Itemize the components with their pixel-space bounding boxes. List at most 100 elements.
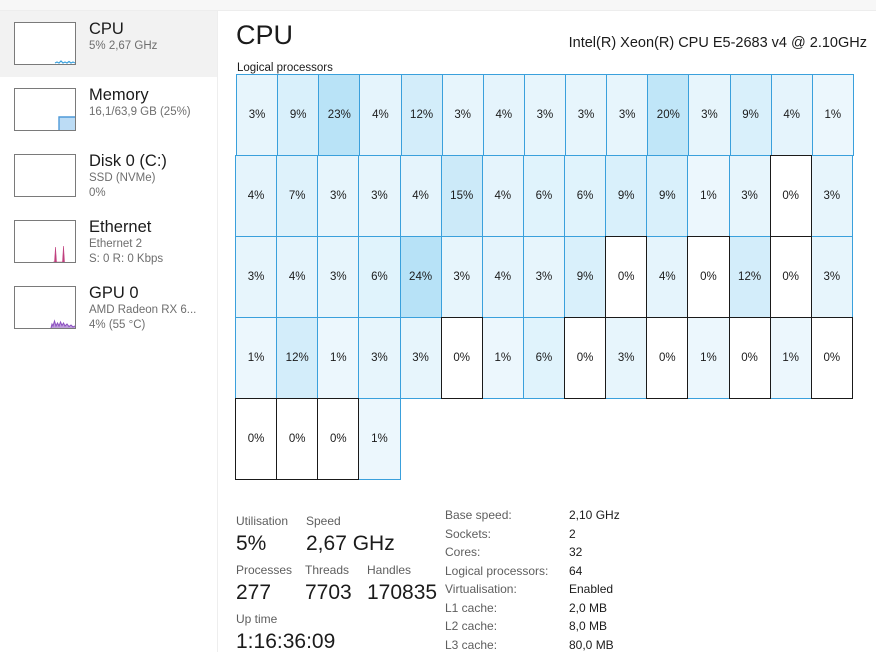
- logical-processor-cell[interactable]: 9%: [729, 74, 772, 156]
- spec-label: Logical processors:: [445, 563, 549, 578]
- logical-processor-cell[interactable]: 3%: [606, 74, 649, 156]
- logical-processor-usage-label: 0%: [617, 271, 635, 283]
- logical-processor-cell[interactable]: 1%: [687, 317, 730, 399]
- logical-processor-cell[interactable]: 4%: [646, 236, 689, 318]
- logical-processor-cell[interactable]: 3%: [441, 74, 484, 156]
- logical-processor-cell[interactable]: 3%: [810, 155, 853, 237]
- logical-processor-usage-label: 3%: [330, 190, 347, 202]
- logical-processor-cell[interactable]: 4%: [235, 155, 278, 237]
- logical-processor-cell[interactable]: 4%: [359, 74, 402, 156]
- logical-processor-cell[interactable]: 3%: [565, 74, 608, 156]
- logical-processor-usage-label: 3%: [617, 352, 635, 364]
- logical-processor-cell[interactable]: 4%: [770, 74, 813, 156]
- cpu-model-label: Intel(R) Xeon(R) CPU E5-2683 v4 @ 2.10GH…: [568, 35, 867, 51]
- logical-processor-cell[interactable]: 6%: [564, 155, 607, 237]
- logical-processor-cell-parked[interactable]: 0%: [810, 317, 853, 399]
- logical-processor-cell[interactable]: 12%: [276, 317, 319, 399]
- sidebar-item-disk-0[interactable]: Disk 0 (C:)SSD (NVMe)0%: [0, 143, 217, 209]
- logical-processor-usage-label: 9%: [659, 190, 676, 202]
- logical-processor-cell-parked[interactable]: 0%: [276, 398, 319, 480]
- logical-processor-cell-parked[interactable]: 0%: [235, 398, 278, 480]
- logical-processor-cell[interactable]: 3%: [605, 317, 648, 399]
- logical-processor-cell[interactable]: 3%: [523, 74, 566, 156]
- logical-processor-cell[interactable]: 4%: [399, 155, 442, 237]
- logical-processor-usage-label: 3%: [536, 109, 554, 121]
- logical-processor-cell[interactable]: 3%: [235, 236, 278, 318]
- gpu-thumbnail-graph: [14, 286, 76, 329]
- logical-processor-cell-parked[interactable]: 0%: [646, 317, 689, 399]
- logical-processor-cell[interactable]: 24%: [399, 236, 442, 318]
- sidebar-item-title: Memory: [89, 86, 149, 104]
- logical-processor-cell[interactable]: 1%: [358, 398, 401, 480]
- logical-processor-cell[interactable]: 3%: [522, 236, 565, 318]
- logical-processor-usage-label: 4%: [412, 190, 429, 202]
- logical-processor-cell[interactable]: 9%: [646, 155, 689, 237]
- logical-processor-cell[interactable]: 4%: [481, 155, 524, 237]
- logical-processor-usage-label: 4%: [372, 109, 389, 121]
- logical-processor-cell[interactable]: 7%: [276, 155, 319, 237]
- spec-value: 2,10 GHz: [569, 508, 620, 522]
- logical-processor-cell[interactable]: 4%: [276, 236, 319, 318]
- stat-threads: Threads 7703: [305, 561, 352, 606]
- logical-processor-cell-parked[interactable]: 0%: [687, 236, 730, 318]
- logical-processor-usage-label: 1%: [371, 433, 388, 445]
- logical-processor-cell[interactable]: 3%: [810, 236, 853, 318]
- logical-processor-cell[interactable]: 3%: [728, 155, 771, 237]
- spec-label: Sockets:: [445, 526, 492, 541]
- logical-processor-cell[interactable]: 9%: [605, 155, 648, 237]
- memory-thumbnail-graph: [14, 88, 76, 131]
- logical-processor-cell[interactable]: 3%: [236, 74, 279, 156]
- logical-processor-cell[interactable]: 1%: [811, 74, 854, 156]
- logical-processor-cell[interactable]: 3%: [317, 236, 360, 318]
- logical-processor-cell[interactable]: 6%: [522, 155, 565, 237]
- logical-processor-cell[interactable]: 4%: [482, 74, 525, 156]
- logical-processor-cell[interactable]: 9%: [564, 236, 607, 318]
- logical-processor-cell-parked[interactable]: 0%: [440, 317, 483, 399]
- logical-processor-usage-label: 0%: [782, 190, 799, 202]
- logical-processor-usage-label: 6%: [576, 190, 594, 202]
- logical-processor-cell-parked[interactable]: 0%: [769, 236, 812, 318]
- logical-processor-usage-label: 4%: [783, 109, 800, 121]
- logical-processor-cell[interactable]: 3%: [440, 236, 483, 318]
- logical-processor-cell[interactable]: 3%: [399, 317, 442, 399]
- logical-processor-usage-label: 23%: [327, 109, 351, 121]
- logical-processor-cell[interactable]: 20%: [647, 74, 690, 156]
- logical-processor-cell[interactable]: 1%: [235, 317, 278, 399]
- logical-processor-cell[interactable]: 12%: [400, 74, 443, 156]
- logical-processor-cell[interactable]: 23%: [318, 74, 361, 156]
- logical-processor-cell-parked[interactable]: 0%: [317, 398, 360, 480]
- logical-processor-usage-label: 0%: [247, 433, 265, 445]
- logical-processor-cell[interactable]: 6%: [522, 317, 565, 399]
- logical-processor-cell[interactable]: 4%: [481, 236, 524, 318]
- logical-processor-cell-parked[interactable]: 0%: [605, 236, 648, 318]
- logical-processor-cell[interactable]: 1%: [687, 155, 730, 237]
- sidebar-item-subtitle-2: 4% (55 °C): [89, 319, 146, 331]
- logical-processor-cell-parked[interactable]: 0%: [769, 155, 812, 237]
- logical-processor-cell[interactable]: 3%: [317, 155, 360, 237]
- logical-processor-grid[interactable]: 3%9%23%4%12%3%4%3%3%3%20%3%9%4%1%4%7%3%3…: [235, 74, 868, 480]
- logical-processor-cell[interactable]: 15%: [440, 155, 483, 237]
- logical-processor-cell[interactable]: 9%: [277, 74, 320, 156]
- disk-thumbnail-graph: [14, 154, 76, 197]
- logical-processor-cell[interactable]: 12%: [728, 236, 771, 318]
- logical-processor-usage-label: 3%: [535, 271, 553, 283]
- stat-utilisation-value: 5%: [236, 532, 267, 555]
- logical-processor-usage-label: 1%: [782, 352, 799, 364]
- logical-processor-usage-label: 0%: [823, 352, 841, 364]
- logical-processor-cell[interactable]: 1%: [317, 317, 360, 399]
- logical-processor-cell-parked[interactable]: 0%: [728, 317, 771, 399]
- logical-processor-cell[interactable]: 3%: [688, 74, 731, 156]
- logical-processor-usage-label: 3%: [823, 271, 841, 283]
- logical-processor-cell-parked[interactable]: 0%: [564, 317, 607, 399]
- logical-processor-cell[interactable]: 3%: [358, 155, 401, 237]
- logical-processor-cell[interactable]: 3%: [358, 317, 401, 399]
- logical-processor-cell[interactable]: 1%: [481, 317, 524, 399]
- logical-processor-cell[interactable]: 1%: [769, 317, 812, 399]
- logical-processor-cell[interactable]: 6%: [358, 236, 401, 318]
